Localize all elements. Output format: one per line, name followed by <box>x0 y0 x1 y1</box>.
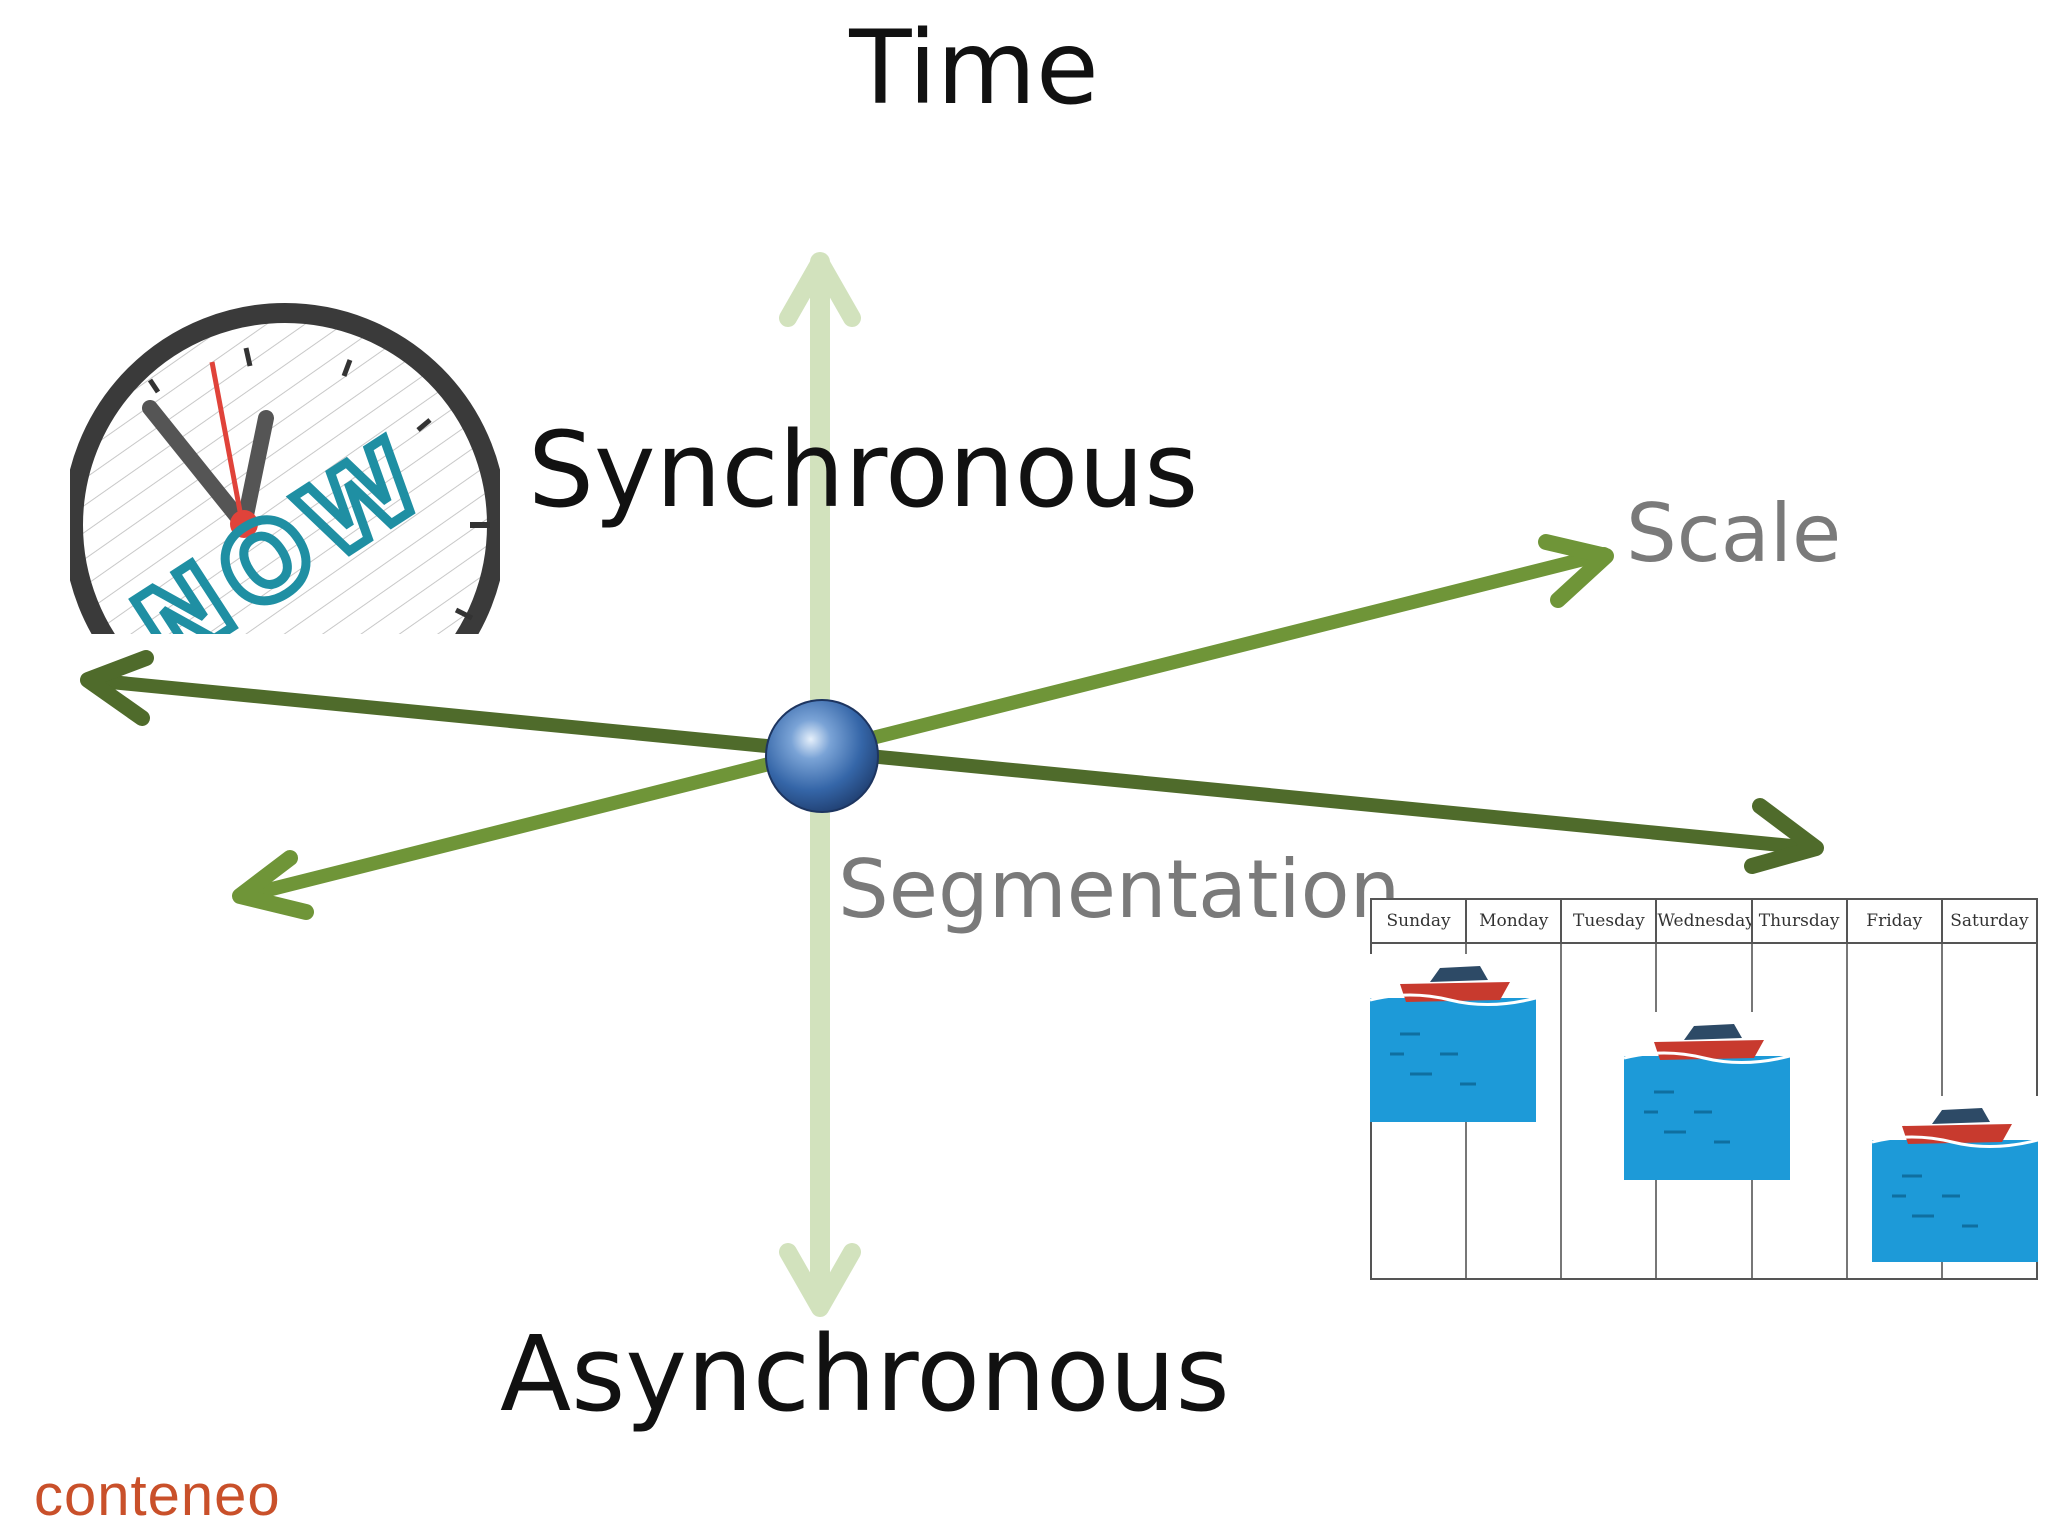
segmentation-label: Segmentation <box>838 843 1401 936</box>
asynchronous-label: Asynchronous <box>500 1313 1230 1435</box>
calendar-day-wednesday: Wednesday <box>1657 900 1753 942</box>
scale-axis <box>232 534 1614 920</box>
scale-label: Scale <box>1626 487 1842 580</box>
center-sphere <box>765 699 879 813</box>
boat-icon <box>1370 954 1536 1122</box>
synchronous-label: Synchronous <box>528 409 1199 531</box>
conteneo-logo: conteneo <box>34 1463 281 1528</box>
calendar-day-friday: Friday <box>1848 900 1943 942</box>
boat-icon <box>1872 1096 2038 1262</box>
calendar-day-sunday: Sunday <box>1372 900 1468 942</box>
time-label: Time <box>849 9 1099 128</box>
calendar-day-monday: Monday <box>1467 900 1563 942</box>
dark-green-axis <box>80 650 1824 874</box>
calendar-day-thursday: Thursday <box>1753 900 1848 942</box>
boat-icon <box>1624 1012 1790 1180</box>
calendar-day-saturday: Saturday <box>1950 911 2029 931</box>
calendar-day-tuesday: Tuesday <box>1562 900 1658 942</box>
calendar-header: Sunday Monday Tuesday Wednesday Thursday… <box>1372 900 2036 944</box>
